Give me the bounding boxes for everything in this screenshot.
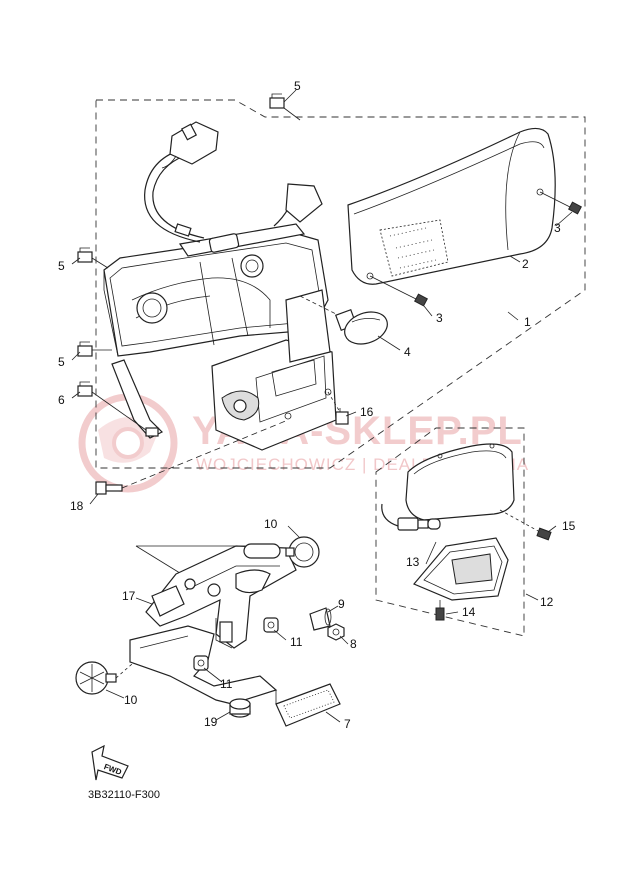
damper-19: [229, 698, 251, 718]
callout-14: 14: [462, 605, 476, 619]
callout-17: 17: [122, 589, 136, 603]
license-lens: [405, 443, 541, 533]
license-bulb-socket: [381, 503, 441, 531]
callout-2: 2: [522, 257, 529, 271]
callout-5-top: 5: [294, 79, 301, 93]
screw-3-upper: [539, 191, 582, 215]
callout-11-right: 11: [290, 635, 303, 649]
nut-clip-5-left: [77, 247, 109, 269]
callout-4: 4: [404, 345, 411, 359]
assembly-12-outline: [375, 427, 525, 637]
assembly-1-outline: [95, 99, 586, 469]
nut-clip-5-top: [269, 93, 285, 109]
callout-18: 18: [70, 499, 84, 513]
grommet-10-upper: [285, 536, 320, 568]
callout-7: 7: [344, 717, 351, 731]
diagram-code: 3B32110-F300: [88, 789, 160, 801]
callout-11-left: 11: [220, 677, 233, 691]
screw-15: [536, 527, 552, 541]
screw-3-lower: [369, 275, 428, 307]
callout-12: 12: [540, 595, 554, 609]
tail-lens: [347, 127, 556, 285]
license-light-housing: [211, 289, 337, 451]
callout-5-left: 5: [58, 259, 65, 273]
callout-6: 6: [58, 393, 65, 407]
callout-labels: 5 5 5 6 3 2 3 1 4 16 18 15 10 13 17 12 9…: [58, 79, 576, 731]
callout-16: 16: [360, 405, 374, 419]
callout-8: 8: [350, 637, 357, 651]
clip-on-arm: [145, 427, 159, 437]
leader-lines: [71, 89, 573, 723]
damper-9: [309, 607, 332, 631]
reflector: [275, 683, 341, 727]
wire-harness: [144, 121, 323, 253]
callout-13: 13: [406, 555, 420, 569]
callout-15: 15: [562, 519, 576, 533]
collar-11-right: [263, 617, 279, 633]
screw-14: [435, 600, 445, 621]
callout-19: 19: [204, 715, 218, 729]
tail-light-housing: [103, 223, 329, 439]
callout-5-mid: 5: [58, 355, 65, 369]
clip-16: [327, 391, 349, 425]
callout-3-lower: 3: [436, 311, 443, 325]
grommet-10-lower: [75, 661, 133, 695]
callout-10-lower: 10: [124, 693, 138, 707]
license-light-base: [413, 537, 509, 601]
callout-9: 9: [338, 597, 345, 611]
callout-1: 1: [524, 315, 531, 329]
callout-10-upper: 10: [264, 517, 278, 531]
nut-clip-5-mid: [77, 341, 112, 357]
callout-3-upper: 3: [554, 221, 561, 235]
tail-bulb: [299, 295, 388, 345]
bolt-18: [95, 412, 292, 495]
nut-clip-6: [77, 381, 93, 397]
fwd-arrow-icon: FWD: [91, 744, 129, 781]
collar-11-left: [193, 655, 209, 671]
